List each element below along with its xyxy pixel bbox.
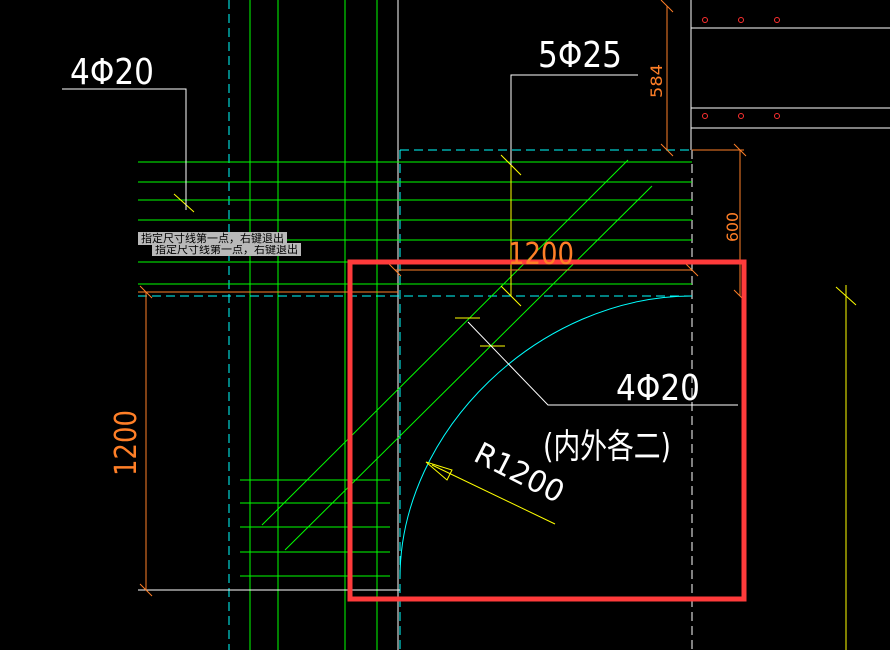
rebar-note-inner-outer: (内外各二) [543, 427, 671, 467]
rebar-label-4phi20-right: 4Φ20 [616, 368, 700, 409]
command-tooltip: 指定尺寸线第一点，右键退出 [138, 232, 287, 245]
haunch-arc [399, 295, 693, 579]
beam-lines [138, 27, 890, 591]
dimension-text-600: 600 [723, 212, 742, 242]
dimension-lines [138, 0, 747, 597]
column-lines [228, 0, 693, 650]
rebar-label-4phi20-top: 4Φ20 [70, 52, 154, 93]
dimension-text-584: 584 [647, 64, 666, 98]
highlight-box [347, 259, 747, 602]
dimension-text-1200-vertical: 1200 [109, 410, 144, 476]
rebar-dots [702, 17, 780, 119]
command-tooltip-ghost: 指定尺寸线第一点，右键退出 [152, 243, 301, 256]
dimension-text-1200-horizontal: 1200 [508, 237, 574, 272]
diagonal-rebars [261, 159, 653, 551]
leader-lines [62, 74, 738, 406]
rebar-label-5phi25: 5Φ25 [538, 35, 622, 76]
